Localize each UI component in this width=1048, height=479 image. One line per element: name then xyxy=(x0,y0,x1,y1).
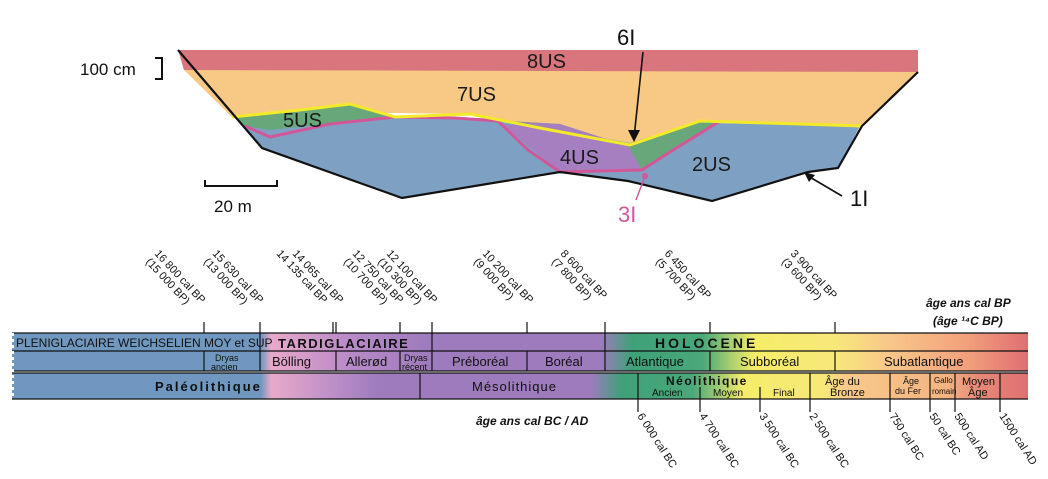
row-cultural-periods xyxy=(12,373,1028,399)
interface-1I-arrow xyxy=(807,175,843,197)
zone-atlantique: Atlantique xyxy=(626,354,684,369)
tick-label-cal-ad: 500 cal AD xyxy=(951,411,990,462)
culture-neo-moyen: Moyen xyxy=(713,388,743,399)
culture-mesolithique: Mésolithique xyxy=(472,379,557,394)
unit-4US-label: 4US xyxy=(560,147,599,169)
tick-label-cal-bc: 6 000 cal BC xyxy=(634,411,678,470)
c14-age-caption: (âge ¹⁴C BP) xyxy=(933,314,1003,328)
unit-2US-label: 2US xyxy=(692,154,731,176)
culture-fer-1: Âge xyxy=(903,376,919,386)
culture-fer-2: du Fer xyxy=(895,386,921,396)
horizontal-scale-label: 20 m xyxy=(214,197,252,216)
interface-6I-arrowhead xyxy=(628,130,640,142)
zone-dryas-recent-2: récent xyxy=(402,362,428,372)
unit-7US-layer xyxy=(184,66,918,143)
culture-gallo-2: romain xyxy=(932,387,956,396)
horizontal-scale-bar xyxy=(204,180,278,187)
zone-dryas-ancien-2: ancien xyxy=(211,362,238,372)
chronology-timeline: 16 800 cal BP(15 000 BP) 15 630 cal BP(1… xyxy=(12,248,1039,471)
period-tardiglaciaire: TARDIGLACIAIRE xyxy=(278,336,409,351)
top-tick-labels: 16 800 cal BP(15 000 BP) 15 630 cal BP(1… xyxy=(143,248,839,307)
section-outline xyxy=(177,49,919,203)
unit-5US-label: 5US xyxy=(283,110,322,132)
row-climatic-periods xyxy=(12,333,1028,351)
culture-neo-ancien: Ancien xyxy=(652,388,683,399)
row-pollen-zones xyxy=(12,351,1028,371)
culture-paleolithique: Paléolithique xyxy=(155,379,262,394)
unit-4US-layer xyxy=(498,121,642,172)
interface-1I-label: 1I xyxy=(850,186,868,211)
period-pleniglaciaire: PLENIGLACIAIRE WEICHSELIEN MOY et SUP xyxy=(16,336,273,350)
culture-moyen-age-1: Moyen xyxy=(962,376,995,388)
cross-section: 8US 7US 5US 4US 2US 6I 3I 1I 100 cm 20 m xyxy=(80,25,919,227)
zone-preboreal: Préboréal xyxy=(452,354,508,369)
unit-7US-label: 7US xyxy=(457,84,496,106)
interface-6I-arrow xyxy=(633,51,644,139)
period-holocene: HOLOCENE xyxy=(655,335,758,351)
interface-3I-leader xyxy=(635,175,646,201)
interface-1I-arrowhead xyxy=(804,172,815,182)
tick-label-cal-bc: 2 500 cal BC xyxy=(806,411,850,470)
bottom-tick-labels: 6 000 cal BC 4 700 cal BC 3 500 cal BC 2… xyxy=(634,411,1038,470)
interface-6I-label: 6I xyxy=(617,25,635,50)
unit-5US-strip xyxy=(245,117,540,138)
zone-boreal: Boréal xyxy=(545,354,583,369)
bp-age-caption: âge ans cal BP xyxy=(926,296,1012,310)
tick-label-cal-bc: 750 cal BC xyxy=(886,411,925,463)
culture-gallo-1: Gallo xyxy=(934,376,953,385)
tick-label-cal-ad: 1500 cal AD xyxy=(996,411,1038,467)
culture-bronze-2: Bronze xyxy=(830,387,865,399)
tick-label-cal-bc: 3 500 cal BC xyxy=(756,411,800,470)
tick-label-cal-bc: 4 700 cal BC xyxy=(696,411,740,470)
vertical-scale-label: 100 cm xyxy=(80,60,136,79)
zone-subboreal: Subboréal xyxy=(740,354,799,369)
interface-6I-line xyxy=(231,102,863,147)
unit-8US-layer xyxy=(178,50,918,72)
zone-bolling: Bölling xyxy=(272,354,311,369)
unit-8US-label: 8US xyxy=(527,51,566,73)
bc-ad-caption: âge ans cal BC / AD xyxy=(476,414,589,428)
zone-subatlantique: Subatlantique xyxy=(884,354,964,369)
timeline-borders xyxy=(12,332,1028,400)
zone-allerod: Allerød xyxy=(346,354,387,369)
top-ticks xyxy=(203,322,836,333)
culture-bronze-1: Âge du xyxy=(825,375,860,388)
interface-3I-label: 3I xyxy=(618,202,636,227)
culture-neolithique: Néolithique xyxy=(666,374,748,388)
zone-dryas-ancien-1: Dryas xyxy=(215,353,239,363)
zone-dryas-recent-1: Dryas xyxy=(404,353,428,363)
bottom-ticks xyxy=(637,399,1001,412)
culture-neo-final: Final xyxy=(773,388,795,399)
culture-moyen-age-2: Âge xyxy=(968,386,988,399)
vertical-scale-bracket xyxy=(155,57,163,80)
